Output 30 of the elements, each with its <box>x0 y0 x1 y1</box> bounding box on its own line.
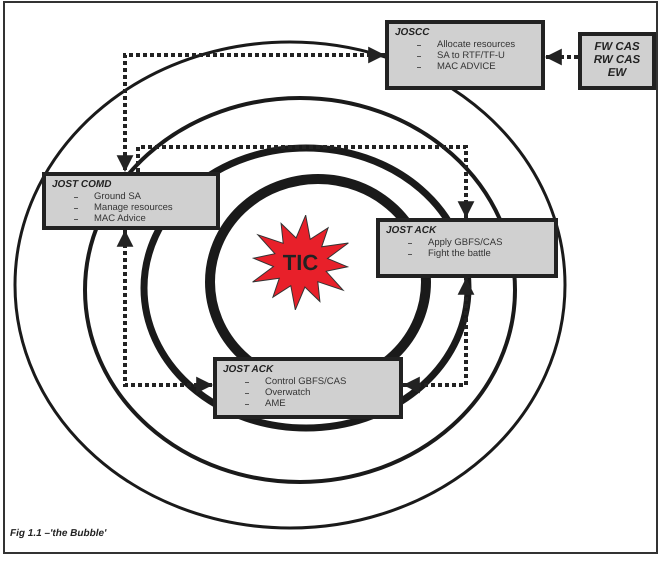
task-item: MAC Advice <box>94 213 146 224</box>
role-box <box>376 218 558 278</box>
dotted-arrow <box>545 48 578 66</box>
role-box <box>42 172 220 230</box>
task-item: AME <box>265 398 286 409</box>
box-heading: JOST COMD <box>52 179 112 190</box>
task-item: Fight the battle <box>428 248 491 259</box>
box-heading: JOSCC <box>395 27 430 38</box>
task-item: SA to RTF/TF-U <box>437 50 505 61</box>
box-heading: JOST ACK <box>223 364 275 375</box>
box-heading: JOST ACK <box>386 225 438 236</box>
dotted-arrow <box>403 278 474 394</box>
task-item: Allocate resources <box>437 39 516 50</box>
task-item: Overwatch <box>265 387 310 398</box>
tic-label: TIC <box>282 250 318 276</box>
support-label: FW CAS <box>593 41 641 54</box>
task-item: Manage resources <box>94 202 173 213</box>
dotted-arrow <box>136 145 474 218</box>
task-item: Control GBFS/CAS <box>265 376 346 387</box>
figure-caption: Fig 1.1 –'the Bubble' <box>10 528 106 539</box>
dotted-arrow <box>116 230 213 394</box>
task-item: MAC ADVICE <box>437 61 496 72</box>
support-label: RW CAS <box>592 54 642 67</box>
dotted-arrow <box>116 46 385 172</box>
support-label: EW <box>606 67 628 80</box>
role-box <box>385 20 545 90</box>
task-item: Apply GBFS/CAS <box>428 237 502 248</box>
task-item: Ground SA <box>94 191 141 202</box>
role-box <box>213 357 403 419</box>
support-box <box>578 32 656 90</box>
